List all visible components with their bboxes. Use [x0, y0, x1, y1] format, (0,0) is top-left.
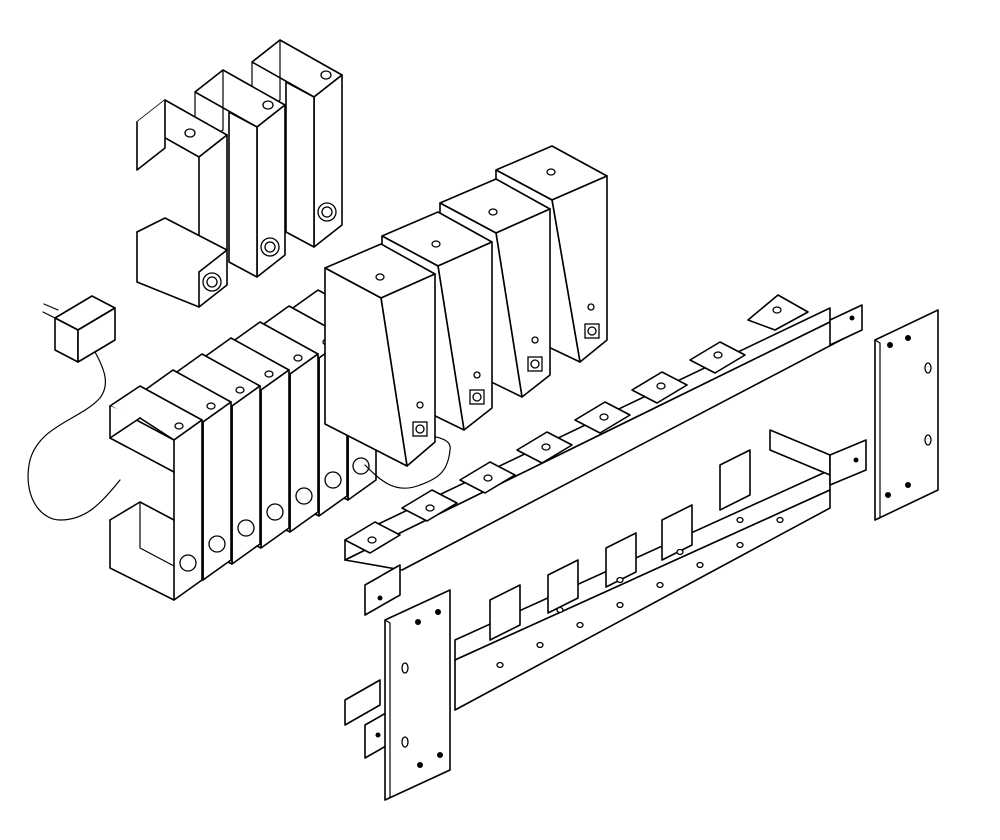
rail-fins [489, 429, 831, 641]
lower-rack-rail [344, 429, 867, 759]
power-adapter [27, 295, 121, 521]
cable [364, 435, 451, 489]
c-bracket-loose-2 [194, 69, 286, 278]
rack-ear-left [384, 589, 451, 801]
c-bracket-loose-3 [251, 39, 343, 248]
c-bracket-loose-1 [136, 99, 228, 308]
lower-rail-holes [496, 516, 784, 669]
rack-ear-right [874, 309, 939, 521]
rail-holes [367, 306, 782, 544]
upper-rack-rail [344, 294, 863, 616]
modules [324, 145, 608, 467]
loose-c-brackets [136, 39, 343, 308]
module-1 [324, 243, 436, 467]
c-bracket-stacked-1 [109, 385, 203, 601]
